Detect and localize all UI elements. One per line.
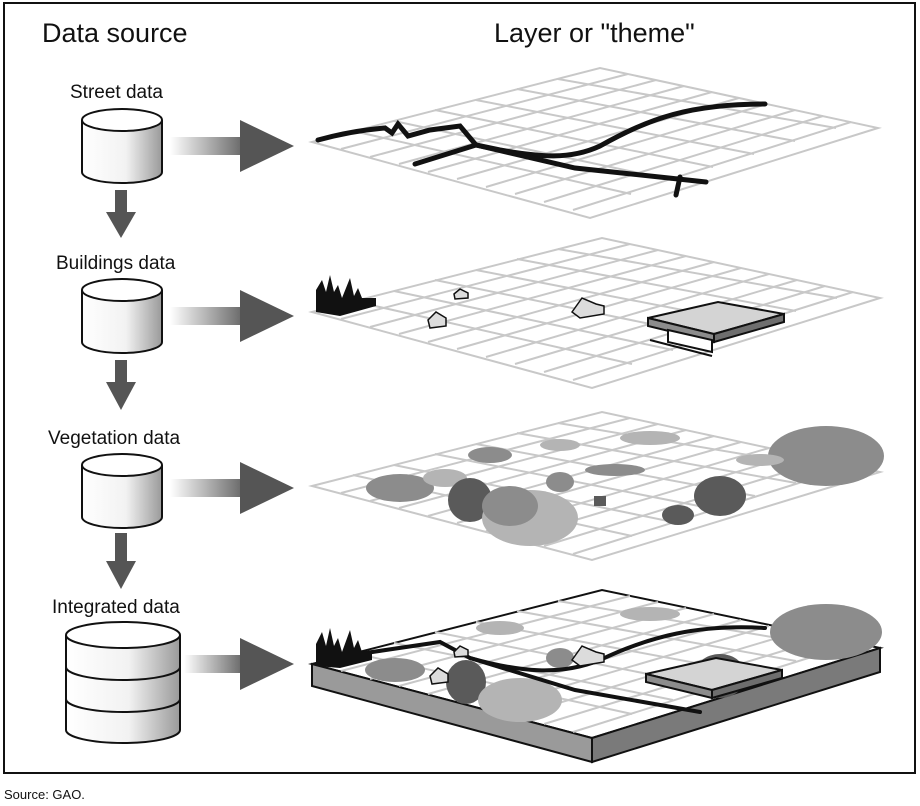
integrated-building-icon	[645, 656, 783, 700]
vegetation-data-cylinder-icon	[81, 453, 163, 529]
vegetation-data-label: Vegetation data	[48, 428, 181, 449]
integrated-data-label: Integrated data	[52, 597, 180, 618]
street-data-cylinder-icon	[81, 108, 163, 184]
house-icon	[427, 288, 605, 329]
buildings-data-cylinder-icon	[81, 278, 163, 354]
building-icon	[647, 300, 785, 357]
down-arrow-icon	[106, 190, 136, 589]
integrated-house-icon	[429, 645, 605, 685]
integrated-data-stacked-cylinder-icon	[65, 621, 181, 744]
data-source-heading: Data source	[42, 18, 188, 48]
vegetation-layer	[308, 410, 884, 562]
street-data-label: Street data	[70, 82, 163, 103]
buildings-data-label: Buildings data	[56, 253, 176, 274]
buildings-layer	[308, 236, 884, 390]
integrated-factory-icon	[316, 628, 372, 668]
integrated-streets	[316, 625, 767, 714]
source-note: Source: GAO.	[4, 787, 85, 802]
vegetation-patches	[366, 426, 884, 546]
layer-heading: Layer or "theme"	[494, 18, 695, 48]
right-arrow-icon	[170, 120, 294, 690]
street-layer	[308, 66, 882, 220]
factory-icon	[316, 275, 376, 316]
figure-frame	[3, 2, 916, 774]
integrated-layer	[308, 588, 884, 764]
